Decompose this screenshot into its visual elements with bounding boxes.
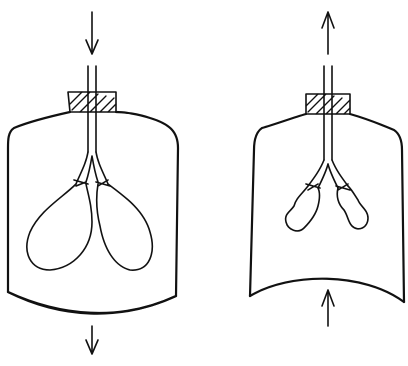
- arrow-down-icon: [86, 12, 98, 54]
- trachea-tube: [324, 66, 332, 160]
- trachea-tube: [88, 66, 96, 152]
- arrow-up-icon: [322, 12, 334, 54]
- left-panel: [8, 12, 178, 354]
- diaphragm: [8, 292, 176, 314]
- bell-jar: [8, 112, 178, 313]
- right-lung: [337, 186, 368, 229]
- bronchi: [76, 152, 108, 184]
- left-lung: [286, 186, 320, 231]
- stopper-hatch-icon: [306, 94, 350, 114]
- arrow-up-icon: [322, 290, 334, 326]
- bronchi: [308, 160, 348, 188]
- left-lung: [27, 184, 92, 270]
- bell-jar: [250, 114, 404, 302]
- stopper-hatch-icon: [68, 92, 116, 112]
- diaphragm: [250, 279, 404, 302]
- right-panel: [250, 12, 404, 326]
- right-lung: [97, 184, 153, 270]
- arrow-down-icon: [86, 326, 98, 354]
